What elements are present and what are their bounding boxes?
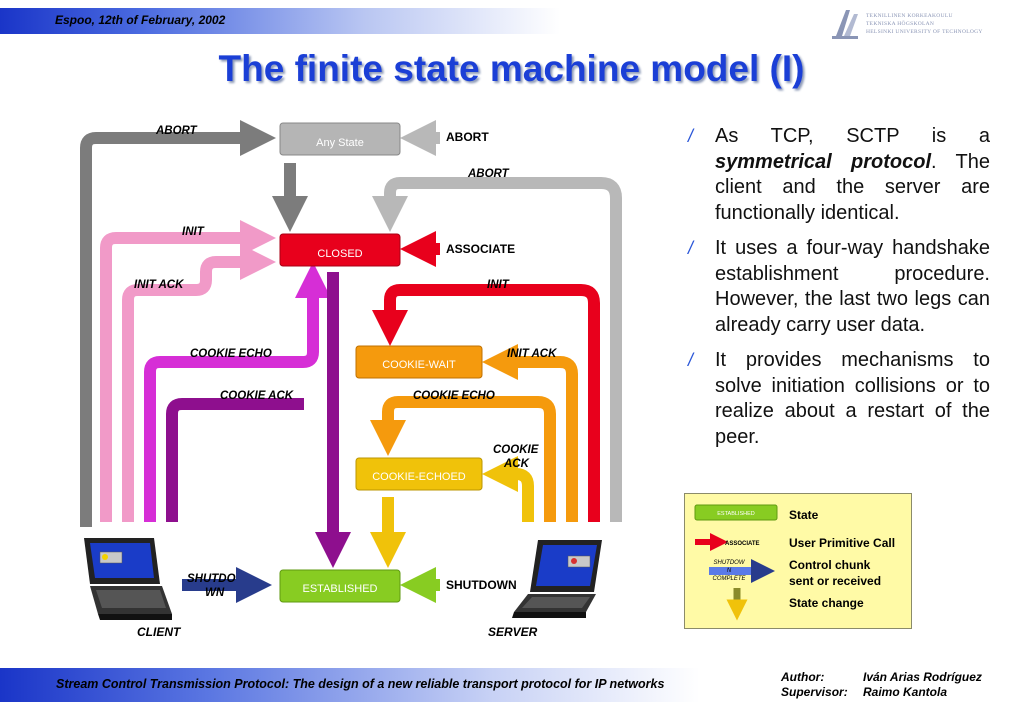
cookie-echo-chunk-arrow-client xyxy=(144,262,331,522)
client-laptop-icon xyxy=(84,538,172,620)
state-machine-diagram: Any State CLOSED COOKIE-WAIT COOKIE-ECHO… xyxy=(80,120,622,639)
server-label: SERVER xyxy=(488,625,538,639)
state-closed: CLOSED xyxy=(279,233,401,267)
chunk-label-cookie-ack-right-2: ACK xyxy=(503,458,530,470)
legend-graphics: ESTABLISHED ASSOCIATE SHUTDOW N COMPLETE xyxy=(694,504,778,621)
cookie-echo-chunk-arrow-server xyxy=(370,396,556,522)
bullet-item: / It provides mechanisms to solve initia… xyxy=(688,349,990,448)
associate-primitive-label: ASSOCIATE xyxy=(446,242,515,256)
chunk-label-abort-right: ABORT xyxy=(467,168,510,180)
chunk-label-cookie-echo-left: COOKIE ECHO xyxy=(190,348,272,360)
legend-state-label: State xyxy=(789,508,819,522)
supervisor-name: Raimo Kantola xyxy=(863,685,948,699)
server-laptop-icon xyxy=(512,540,602,618)
author-block: Author: Iván Arias Rodríguez Supervisor: R… xyxy=(781,670,982,700)
svg-text:ESTABLISHED: ESTABLISHED xyxy=(717,511,755,517)
svg-text:COOKIE-ECHOED: COOKIE-ECHOED xyxy=(372,471,466,483)
init-chunk-arrow-server xyxy=(372,284,600,522)
author-label: Author: xyxy=(781,670,825,684)
chunk-label-init-ack-right: INIT ACK xyxy=(507,348,557,360)
bullet-item: / As TCP, SCTP is a symmetrical protocol… xyxy=(688,125,990,224)
date-place: Espoo, 12th of February, 2002 xyxy=(55,13,226,27)
legend-box: ESTABLISHED ASSOCIATE SHUTDOW N COMPLETE… xyxy=(684,493,912,629)
bullet-mark: / xyxy=(688,238,694,258)
state-any: Any State xyxy=(279,122,401,156)
chunk-label-cookie-ack-left: COOKIE ACK xyxy=(220,390,294,402)
bullet-list: / As TCP, SCTP is a symmetrical protocol… xyxy=(688,124,990,460)
chunk-label-init-right: INIT xyxy=(487,279,510,291)
chunk-label-cookie-echo-right: COOKIE ECHO xyxy=(413,390,495,402)
svg-text:ASSOCIATE: ASSOCIATE xyxy=(725,541,760,547)
state-established: ESTABLISHED xyxy=(279,569,401,603)
author-name: Iván Arias Rodríguez xyxy=(863,670,982,684)
bullet-item: / It uses a four-way handshake establish… xyxy=(688,237,990,336)
legend-primitive-label: User Primitive Call xyxy=(789,536,896,550)
cookie-ack-chunk-arrow-server xyxy=(482,456,534,522)
footer-bar: Stream Control Transmission Protocol: Th… xyxy=(0,668,700,702)
chunk-label-shutdown-2: WN xyxy=(205,587,225,599)
bullet-mark: / xyxy=(688,126,694,146)
svg-text:SHUTDOW: SHUTDOW xyxy=(714,560,746,566)
init-chunk-arrow-client xyxy=(100,220,276,522)
chunk-label-init-ack-left: INIT ACK xyxy=(134,279,184,291)
chunk-label-init-left: INIT xyxy=(182,226,205,238)
svg-text:Any State: Any State xyxy=(316,137,364,149)
slide-title: The finite state machine model (I) xyxy=(218,48,805,89)
legend-chunk-label: Control chunk xyxy=(789,558,871,572)
svg-text:COOKIE-WAIT: COOKIE-WAIT xyxy=(382,359,456,371)
legend-state-sample xyxy=(694,504,778,521)
abort-chunk-arrow-server xyxy=(372,177,622,522)
svg-text:CLOSED: CLOSED xyxy=(317,248,362,260)
abort-chunk-arrow-client xyxy=(80,120,276,527)
svg-text:ESTABLISHED: ESTABLISHED xyxy=(303,583,378,595)
header-bar: Espoo, 12th of February, 2002 xyxy=(0,8,560,34)
abort-primitive-label: ABORT xyxy=(446,130,489,144)
university-logo xyxy=(832,10,858,39)
footer-subject: Stream Control Transmission Protocol: Th… xyxy=(56,677,665,691)
chunk-label-shutdown: SHUTDO xyxy=(187,573,236,585)
svg-text:N: N xyxy=(727,568,732,574)
svg-text:COMPLETE: COMPLETE xyxy=(712,576,746,582)
init-ack-chunk-arrow-client xyxy=(122,244,276,522)
cookie-ack-chunk-arrow-client xyxy=(166,398,304,522)
state-cookie-echoed: COOKIE-ECHOED xyxy=(355,457,483,491)
init-ack-chunk-arrow-server xyxy=(482,344,578,522)
chunk-label-abort-left: ABORT xyxy=(155,125,198,137)
legend-chunk-label-2: sent or received xyxy=(789,574,882,588)
bullet-mark: / xyxy=(688,350,694,370)
state-cookie-wait: COOKIE-WAIT xyxy=(355,345,483,379)
client-label: CLIENT xyxy=(137,625,182,639)
chunk-label-cookie-ack-right: COOKIE xyxy=(493,444,539,456)
legend-change-label: State change xyxy=(789,596,864,610)
shutdown-primitive-label: SHUTDOWN xyxy=(446,578,517,592)
logo-text: TEKNILLINEN KORKEAKOULU TEKNISKA HÖGSKOL… xyxy=(866,13,983,35)
supervisor-label: Supervisor: xyxy=(781,685,848,699)
